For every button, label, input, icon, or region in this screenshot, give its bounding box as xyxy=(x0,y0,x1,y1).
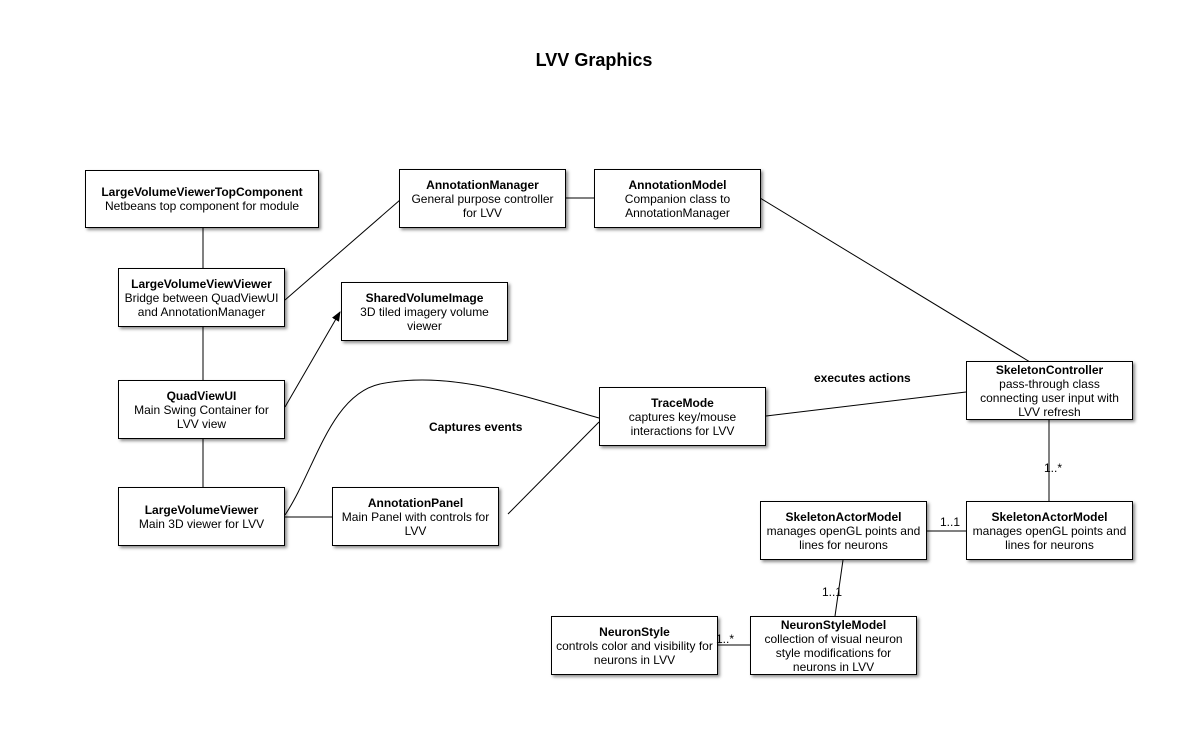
box-description: Netbeans top component for module xyxy=(104,199,300,213)
box-description: Main Panel with controls for LVV xyxy=(341,509,490,538)
box-title: NeuronStyleModel xyxy=(780,617,887,632)
box-description: Main Swing Container for LVV view xyxy=(134,402,269,431)
box-description: 3D tiled imagery volume viewer xyxy=(360,304,489,333)
link-tracemode-skeletoncontroller xyxy=(765,391,967,417)
box-description: Companion class to AnnotationManager xyxy=(624,191,731,220)
neuron-style-model-box: NeuronStyleModel collection of visual ne… xyxy=(750,616,917,675)
box-title: LargeVolumeViewer xyxy=(144,502,259,517)
skeleton-actor-model-left-box: SkeletonActorModel manages openGL points… xyxy=(760,501,927,560)
box-description: manages openGL points and lines for neur… xyxy=(766,523,921,552)
box-title: SkeletonActorModel xyxy=(785,509,902,524)
box-description: Bridge between QuadViewUI and Annotation… xyxy=(124,290,279,319)
box-description: Main 3D viewer for LVV xyxy=(138,516,265,531)
diagram-title: LVV Graphics xyxy=(535,50,653,70)
captures-events-label: Captures events xyxy=(429,420,523,434)
box-title: SharedVolumeImage xyxy=(365,290,484,305)
quad-view-ui-box: QuadViewUI Main Swing Container for LVV … xyxy=(118,380,285,439)
multiplicity-actor-style: 1..1 xyxy=(822,585,843,599)
box-title: LargeVolumeViewViewer xyxy=(131,276,272,291)
link-quadview-sharedvolumeimage xyxy=(284,311,341,408)
link-viewviewer-annotationmanager xyxy=(284,199,401,301)
box-description: controls color and visibility for neuron… xyxy=(556,638,713,667)
multiplicity-controller-actor: 1..* xyxy=(1044,461,1063,475)
box-description: manages openGL points and lines for neur… xyxy=(972,523,1127,552)
link-annotationmodel-skeletoncontroller xyxy=(759,197,1031,363)
link-actormodel-neuronstylemodel xyxy=(834,559,844,617)
shared-volume-image-box: SharedVolumeImage 3D tiled imagery volum… xyxy=(341,282,508,341)
box-title: NeuronStyle xyxy=(599,624,670,639)
box-title: TraceMode xyxy=(651,395,714,410)
large-volume-view-viewer-box: LargeVolumeViewViewer Bridge between Qua… xyxy=(118,268,285,327)
executes-actions-label: executes actions xyxy=(814,371,911,385)
box-title: AnnotationManager xyxy=(426,177,539,192)
box-title: QuadViewUI xyxy=(166,388,237,403)
box-title: SkeletonActorModel xyxy=(991,509,1108,524)
box-description: collection of visual neuron style modifi… xyxy=(764,631,903,674)
skeleton-actor-model-right-box: SkeletonActorModel manages openGL points… xyxy=(966,501,1133,560)
large-volume-viewer-box: LargeVolumeViewer Main 3D viewer for LVV xyxy=(118,487,285,546)
box-description: captures key/mouse interactions for LVV xyxy=(628,409,737,438)
box-title: SkeletonController xyxy=(995,362,1104,377)
skeleton-controller-box: SkeletonController pass-through class co… xyxy=(966,361,1133,420)
multiplicity-actor-actor: 1..1 xyxy=(940,515,961,529)
trace-mode-box: TraceMode captures key/mouse interaction… xyxy=(599,387,766,446)
box-title: AnnotationModel xyxy=(628,177,727,192)
box-title: LargeVolumeViewerTopComponent xyxy=(101,185,303,199)
box-title: AnnotationPanel xyxy=(367,495,464,510)
multiplicity-style-neuron: 1..* xyxy=(716,632,735,646)
large-volume-viewer-top-component-box: LargeVolumeViewerTopComponent Netbeans t… xyxy=(85,170,319,228)
link-lvv-tracemode xyxy=(284,379,600,516)
annotation-panel-box: AnnotationPanel Main Panel with controls… xyxy=(332,487,499,546)
annotation-model-box: AnnotationModel Companion class to Annot… xyxy=(594,169,761,228)
box-description: General purpose controller for LVV xyxy=(411,191,554,220)
link-annotationpanel-tracemode xyxy=(507,421,600,515)
annotation-manager-box: AnnotationManager General purpose contro… xyxy=(399,169,566,228)
neuron-style-box: NeuronStyle controls color and visibilit… xyxy=(551,616,718,675)
box-description: pass-through class connecting user input… xyxy=(980,376,1119,419)
